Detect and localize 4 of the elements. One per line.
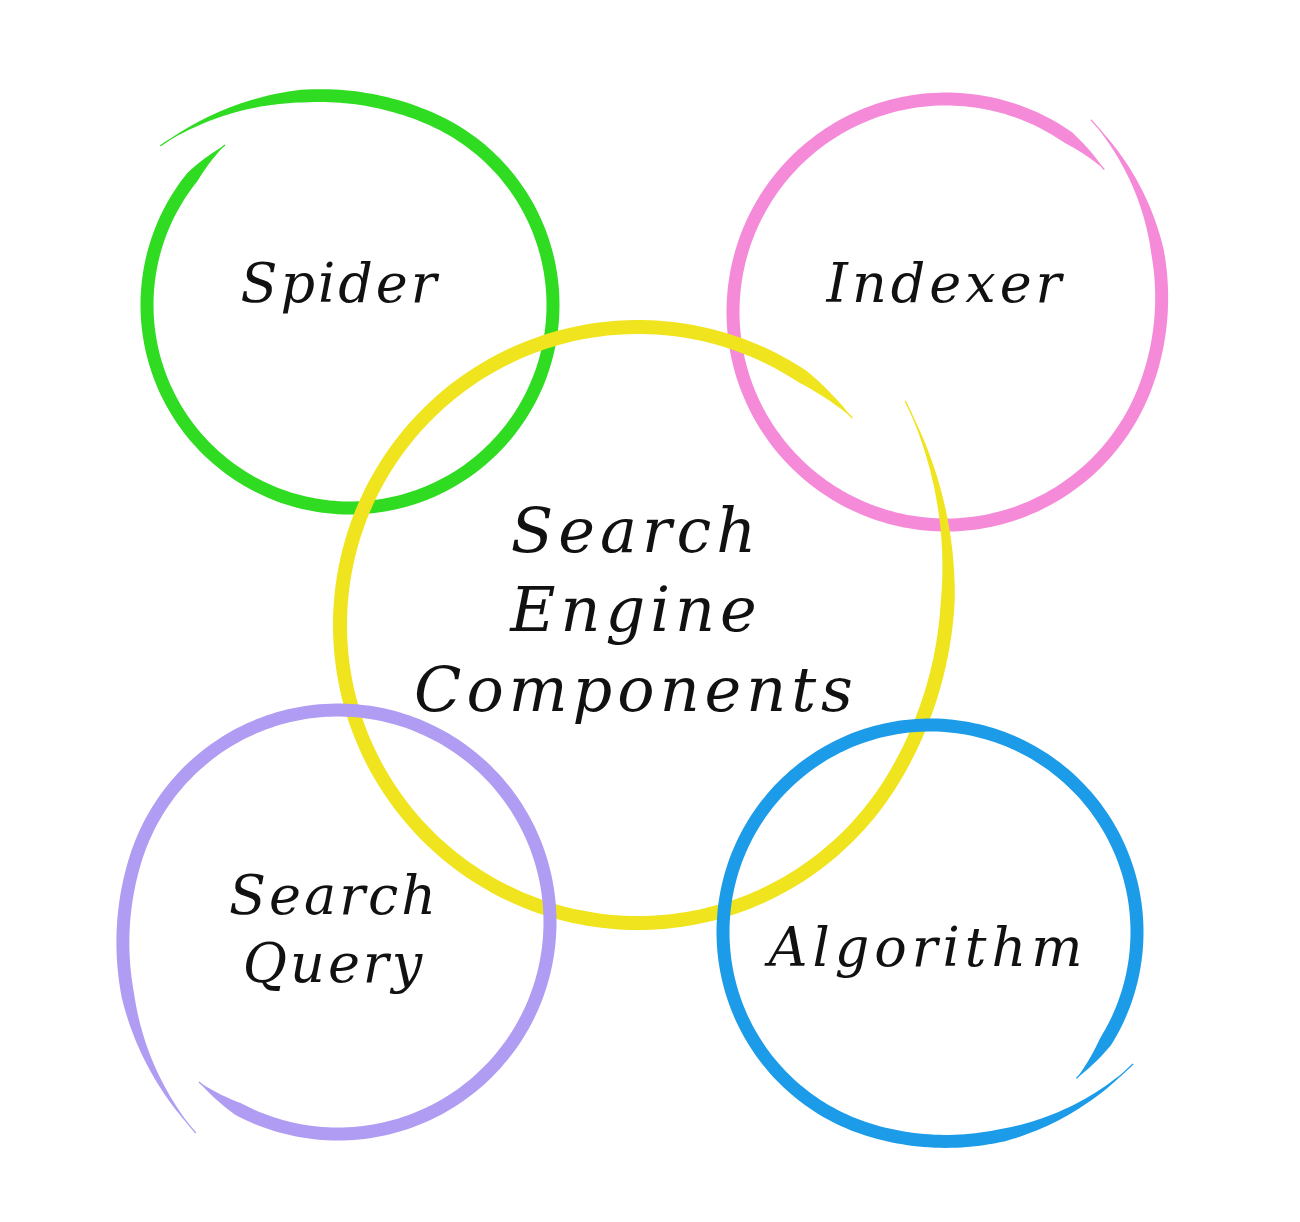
node-label: Spider [240,251,440,317]
node-label: Indexer [826,251,1066,317]
node-label: Search Query [228,862,440,997]
node-label: Search Engine Components [413,492,859,728]
